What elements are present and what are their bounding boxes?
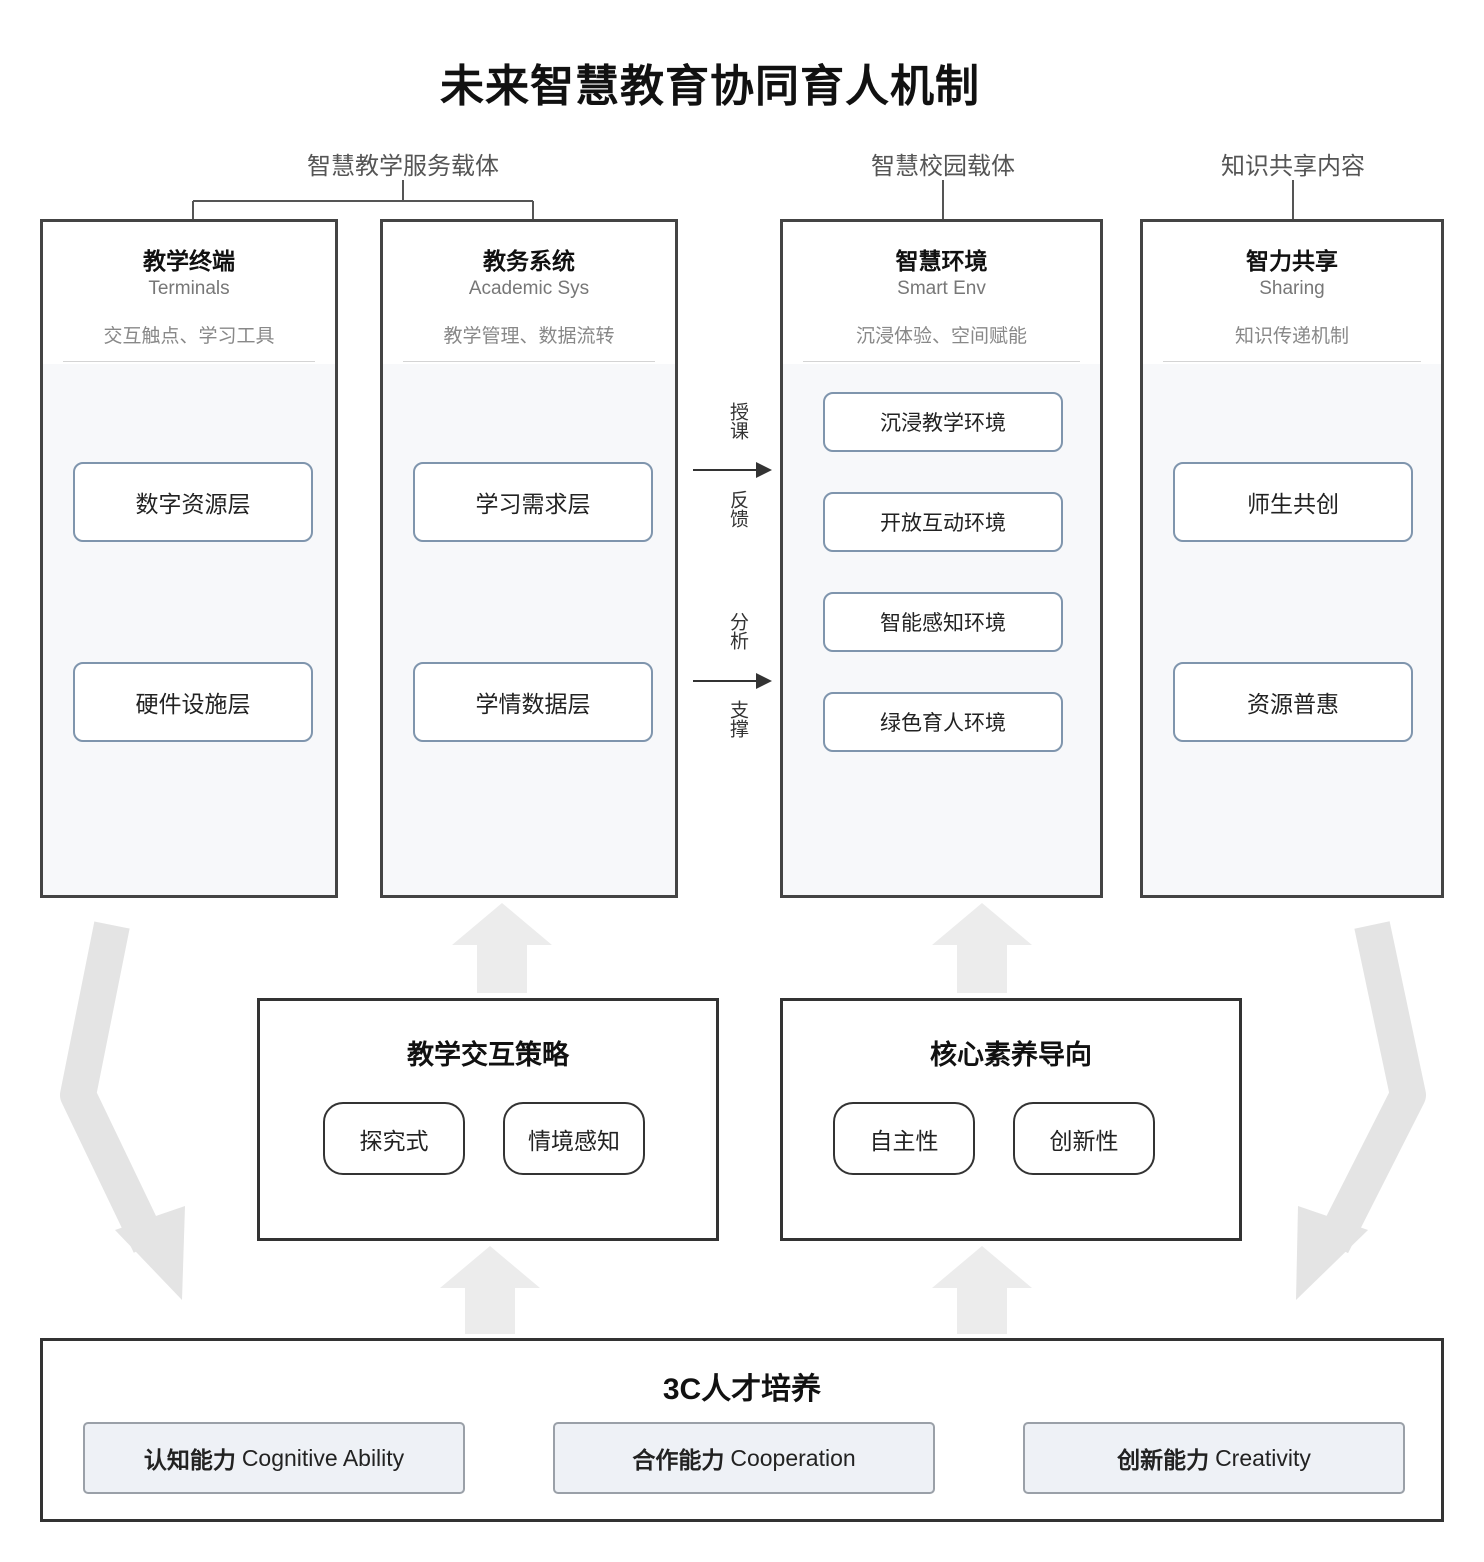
ability-cognitive: 认知能力 Cognitive Ability: [83, 1422, 465, 1494]
arrow-label-support: 支撑: [727, 700, 748, 738]
panel-title: 教务系统: [483, 248, 575, 274]
env-green: 绿色育人环境: [823, 692, 1063, 752]
panel-description: 交互触点、学习工具: [103, 326, 275, 347]
layer-digital-resources: 数字资源层: [73, 462, 313, 542]
curve-arrow-right: [1315, 921, 1426, 1254]
panel-subtitle: Smart Env: [897, 278, 986, 299]
layer-learning-needs: 学习需求层: [413, 462, 653, 542]
orientation-autonomy: 自主性: [833, 1102, 975, 1175]
panel-subtitle: Academic Sys: [468, 278, 590, 299]
panel-description: 教学管理、数据流转: [443, 326, 615, 347]
ability-en: Cognitive Ability: [241, 1444, 405, 1471]
strategy-box: 教学交互策略 探究式 情境感知: [257, 998, 719, 1241]
panel-smart-env: 智慧环境 Smart Env 沉浸体验、空间赋能 沉浸教学环境 开放互动环境 智…: [780, 219, 1103, 898]
layer-hardware: 硬件设施层: [73, 662, 313, 742]
ability-cn: 认知能力: [143, 1447, 236, 1473]
panel-divider: [403, 361, 655, 362]
curve-arrow-right-head: [1296, 1206, 1368, 1300]
panel-description: 沉浸体验、空间赋能: [855, 326, 1027, 347]
page-title: 未来智慧教育协同育人机制: [440, 62, 980, 111]
panel-body: [1143, 364, 1441, 895]
panel-description: 知识传递机制: [1234, 326, 1349, 347]
panel-body: [383, 364, 675, 895]
group-label-knowledge: 知识共享内容: [1221, 153, 1365, 180]
talent-box: 3C人才培养 认知能力 Cognitive Ability 合作能力 Coope…: [40, 1338, 1444, 1522]
curve-arrow-left: [60, 921, 167, 1253]
orientation-title: 核心素养导向: [930, 1040, 1092, 1070]
panel-title: 智力共享: [1246, 248, 1338, 274]
panel-title: 智慧环境: [895, 248, 988, 274]
ability-en: Cooperation: [730, 1444, 856, 1471]
flow-arrow-1: [693, 462, 772, 478]
env-open-interactive: 开放互动环境: [823, 492, 1063, 552]
ability-cn: 创新能力: [1117, 1447, 1210, 1473]
env-smart-sensing: 智能感知环境: [823, 592, 1063, 652]
curve-arrow-left-head: [115, 1206, 185, 1300]
panel-subtitle: Sharing: [1259, 278, 1325, 299]
group-connectors: [192, 180, 1294, 219]
panel-divider: [1163, 361, 1421, 362]
ability-creativity: 创新能力 Creativity: [1023, 1422, 1405, 1494]
item-co-creation: 师生共创: [1173, 462, 1413, 542]
strategy-title: 教学交互策略: [407, 1040, 569, 1070]
orientation-box: 核心素养导向 自主性 创新性: [780, 998, 1242, 1241]
panel-terminals: 教学终端 Terminals 交互触点、学习工具 数字资源层 硬件设施层: [40, 219, 338, 898]
panel-academic-sys: 教务系统 Academic Sys 教学管理、数据流转 学习需求层 学情数据层: [380, 219, 678, 898]
panel-sharing: 智力共享 Sharing 知识传递机制 师生共创 资源普惠: [1140, 219, 1444, 898]
up-arrow-right-bottom: [932, 1246, 1032, 1334]
strategy-inquiry: 探究式: [323, 1102, 465, 1175]
talent-title: 3C人才培养: [662, 1373, 822, 1406]
panel-subtitle: Terminals: [148, 278, 230, 299]
up-arrow-left-top: [452, 903, 552, 993]
orientation-innovation: 创新性: [1013, 1102, 1155, 1175]
panel-divider: [63, 361, 315, 362]
panel-body: [43, 364, 335, 895]
group-label-service: 智慧教学服务载体: [307, 153, 499, 180]
env-immersive: 沉浸教学环境: [823, 392, 1063, 452]
up-arrow-left-bottom: [440, 1246, 540, 1334]
arrow-label-teach: 授课: [727, 402, 748, 440]
panel-divider: [803, 361, 1080, 362]
up-arrow-right-top: [932, 903, 1032, 993]
panel-title: 教学终端: [143, 248, 235, 274]
arrow-label-analyze: 分析: [727, 612, 748, 650]
flow-arrow-2: [693, 673, 772, 689]
ability-cooperation: 合作能力 Cooperation: [553, 1422, 935, 1494]
arrow-label-feedback: 反馈: [727, 490, 748, 528]
layer-learning-data: 学情数据层: [413, 662, 653, 742]
group-label-campus: 智慧校园载体: [871, 153, 1015, 180]
ability-en: Creativity: [1215, 1444, 1311, 1471]
item-resource-sharing: 资源普惠: [1173, 662, 1413, 742]
ability-cn: 合作能力: [632, 1447, 725, 1473]
strategy-situational: 情境感知: [503, 1102, 645, 1175]
